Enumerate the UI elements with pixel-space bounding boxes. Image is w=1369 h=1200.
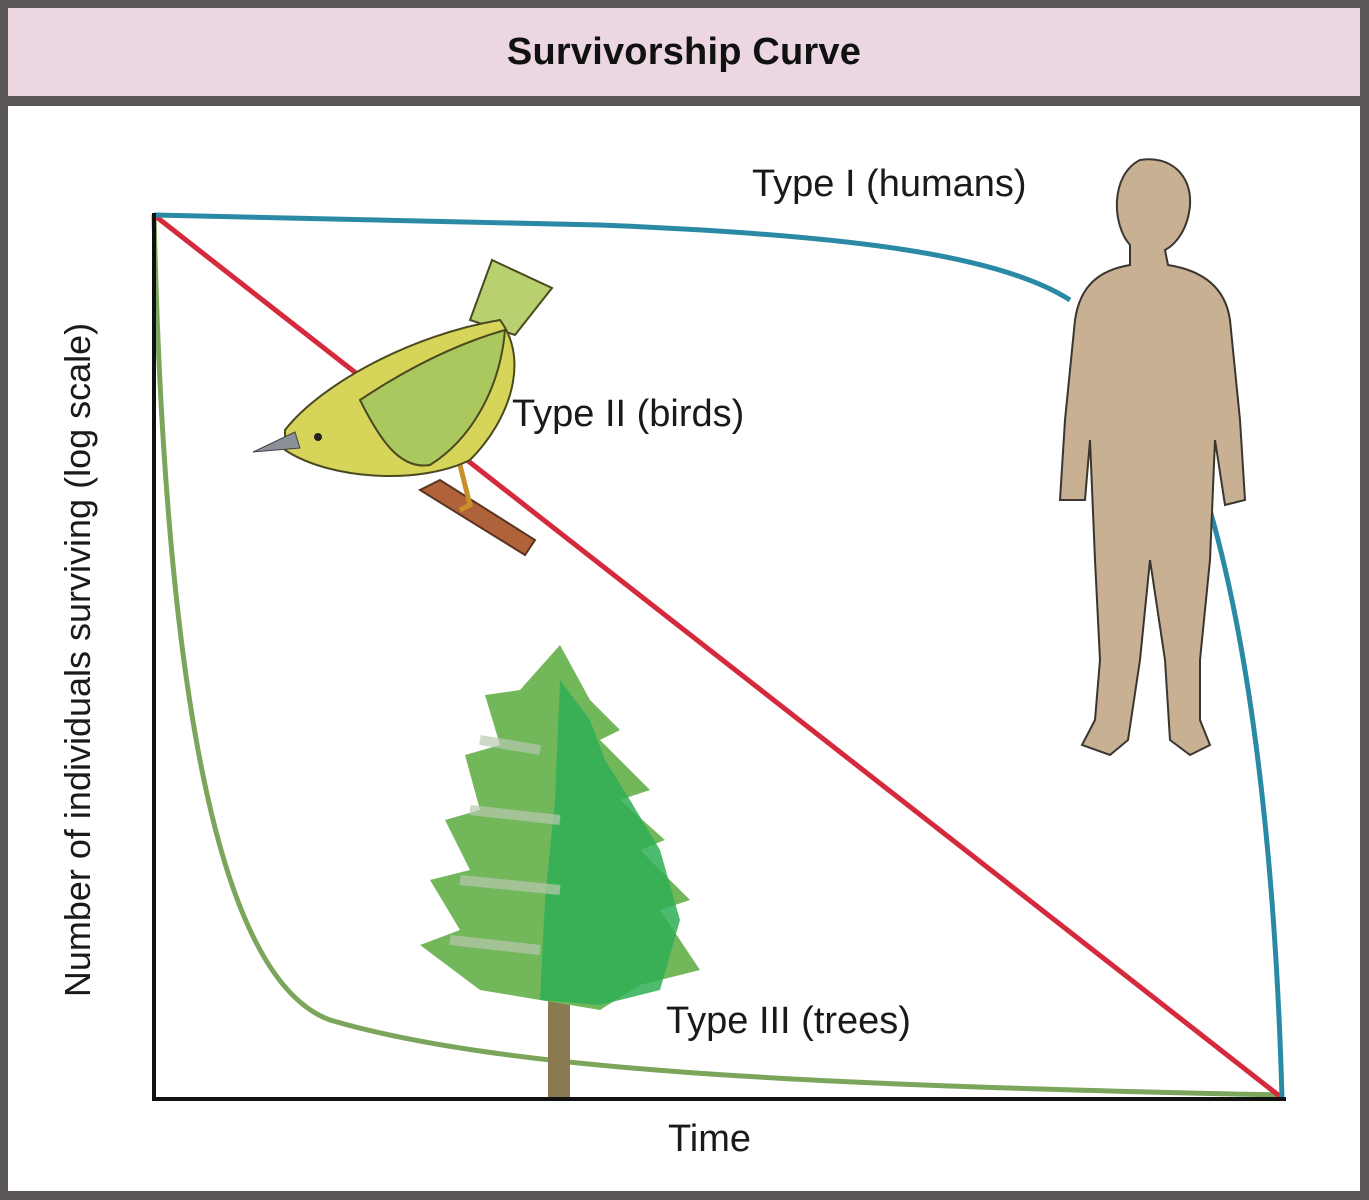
chart-title: Survivorship Curve (506, 30, 862, 73)
type3-curve (151, 214, 1281, 1098)
human-silhouette-icon (1058, 158, 1247, 757)
tree-icon (420, 645, 700, 1098)
title-divider (8, 96, 1360, 106)
title-bar: Survivorship Curve (8, 8, 1360, 96)
type3-label: Type III (trees) (666, 1000, 911, 1042)
type1-label: Type I (humans) (752, 163, 1027, 205)
type1-curve-drop (1207, 509, 1285, 1099)
y-axis-label: Number of individuals surviving (log sca… (57, 322, 98, 998)
type2-line (152, 213, 1284, 1100)
type1-curve (153, 212, 1072, 303)
type2-label: Type II (birds) (512, 393, 745, 435)
x-axis-label: Time (668, 1118, 752, 1160)
bird-icon (252, 258, 554, 557)
